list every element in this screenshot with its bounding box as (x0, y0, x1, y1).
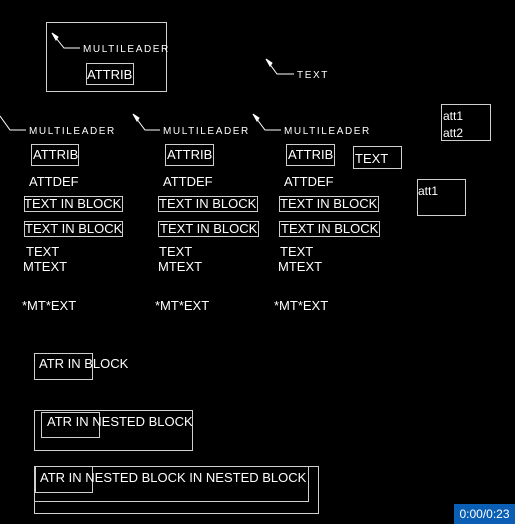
attrib-label-col1: ATTRIB (33, 147, 79, 162)
mtext-label-col2: MTEXT (158, 259, 203, 274)
text-in-block-box-col1-b (24, 221, 123, 237)
text-in-block-col2-b: TEXT IN BLOCK (160, 221, 258, 236)
multileader-label-col2: MULTILEADER (163, 126, 250, 137)
text-label-col3: TEXT (280, 244, 314, 259)
mtext-label-col3: MTEXT (278, 259, 323, 274)
attdef-label-col1: ATTDEF (29, 174, 79, 189)
attrib-box-col3 (286, 144, 335, 166)
att-block-frame-a (441, 104, 491, 141)
text-in-block-box-col2-b (158, 221, 259, 237)
double-nested-middle-frame (34, 466, 309, 502)
attrib-box-col2 (165, 144, 214, 166)
atr-in-nested-block-label: ATR IN NESTED BLOCK (47, 414, 193, 429)
atr-in-block-label: ATR IN BLOCK (39, 356, 129, 371)
attrib-label-top: ATTRIB (87, 67, 133, 82)
text-in-block-col1-b: TEXT IN BLOCK (25, 221, 123, 236)
text-in-block-box-col3-a (279, 196, 379, 212)
double-nested-inner-frame (35, 466, 93, 493)
playback-time-display: 0:00/0:23 (454, 504, 515, 524)
text-label-col1: TEXT (26, 244, 60, 259)
leader-arrow-col3 (252, 113, 281, 131)
mtext-label-col1: MTEXT (23, 259, 68, 274)
text-label-col2: TEXT (159, 244, 193, 259)
attrib-label-col2: ATTRIB (167, 147, 213, 162)
nested-block-inner-frame (41, 412, 100, 438)
nested-block-outer-frame (34, 410, 193, 451)
text-label-leader: TEXT (297, 70, 329, 81)
leader-arrow-text (265, 58, 294, 75)
atr-in-block-frame (34, 353, 93, 380)
multileader-label-col1: MULTILEADER (29, 126, 116, 137)
attrib-label-col3: ATTRIB (288, 147, 334, 162)
mt-ext-label-col1: *MT*EXT (22, 298, 77, 313)
multileader-label-top: MULTILEADER (83, 44, 170, 55)
attrib-box-col1 (31, 144, 79, 166)
text-in-block-col3-b: TEXT IN BLOCK (281, 221, 379, 236)
attrib-box-top (86, 63, 134, 85)
text-box-right-label: TEXT (355, 151, 389, 166)
text-box-right (353, 146, 402, 169)
text-in-block-col3-a: TEXT IN BLOCK (280, 196, 378, 211)
mt-ext-label-col3: *MT*EXT (274, 298, 329, 313)
att2-label-a: att2 (443, 126, 464, 140)
text-in-block-box-col3-b (279, 221, 380, 237)
mt-ext-label-col2: *MT*EXT (155, 298, 210, 313)
leader-arrow-col2 (132, 113, 160, 131)
attdef-label-col3: ATTDEF (284, 174, 334, 189)
multileader-label-col3: MULTILEADER (284, 126, 371, 137)
att1-label-a: att1 (443, 109, 464, 123)
leader-arrow-col1 (0, 115, 26, 131)
atr-in-nested-block-in-nested-block-label: ATR IN NESTED BLOCK IN NESTED BLOCK (40, 470, 307, 485)
text-in-block-col2-a: TEXT IN BLOCK (159, 196, 257, 211)
att-block-frame-b (417, 179, 466, 216)
att1-label-b: att1 (418, 184, 439, 198)
text-in-block-box-col1-a (24, 196, 123, 212)
text-in-block-box-col2-a (158, 196, 258, 212)
top-block-frame (46, 22, 167, 92)
attdef-label-col2: ATTDEF (163, 174, 213, 189)
text-in-block-col1-a: TEXT IN BLOCK (24, 196, 122, 211)
leader-arrow-top (51, 32, 80, 49)
